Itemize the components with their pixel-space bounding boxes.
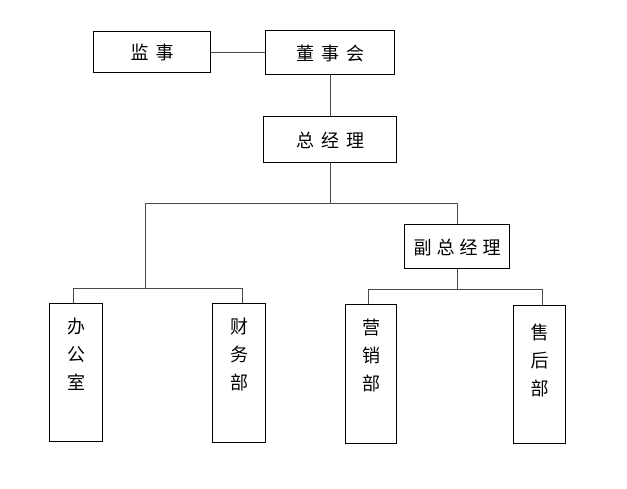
connector-branch-left-drop (145, 203, 146, 288)
connector-supervisor-board (211, 52, 265, 53)
node-after-sales: 售后部 (513, 305, 566, 444)
connector-finance-stub (242, 288, 243, 303)
node-after-sales-label: 售后部 (530, 323, 549, 399)
connector-branch-deputy-drop (457, 203, 458, 224)
node-board: 董事会 (265, 30, 395, 75)
connector-marketing-stub (368, 289, 369, 304)
connector-office-stub (73, 288, 74, 303)
node-office: 办公室 (49, 303, 103, 442)
connector-aftersales-stub (542, 289, 543, 305)
node-deputy-general-manager-label: 副总经理 (413, 237, 506, 258)
node-general-manager: 总经理 (263, 116, 397, 163)
node-finance: 财务部 (212, 303, 266, 443)
connector-left-pair-horizontal (73, 288, 243, 289)
node-marketing: 营销部 (345, 304, 397, 444)
node-finance-label: 财务部 (230, 317, 248, 393)
node-supervisor-label: 监事 (130, 43, 181, 63)
node-board-label: 董事会 (296, 43, 371, 64)
connector-branch-horizontal (145, 203, 458, 204)
node-supervisor: 监事 (93, 31, 211, 73)
connector-right-pair-horizontal (368, 289, 543, 290)
connector-gm-branch (330, 163, 331, 203)
connector-board-gm (330, 75, 331, 116)
connector-deputy-branch (457, 269, 458, 289)
node-office-label: 办公室 (67, 317, 85, 393)
node-deputy-general-manager: 副总经理 (404, 224, 510, 269)
node-general-manager-label: 总经理 (296, 130, 371, 151)
node-marketing-label: 营销部 (362, 318, 380, 394)
